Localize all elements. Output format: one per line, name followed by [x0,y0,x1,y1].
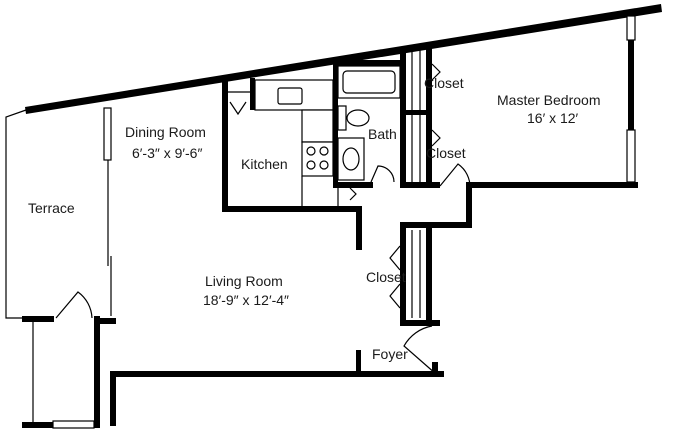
vanity [337,137,365,181]
toilet-tank [337,105,347,131]
living-left-wall-base [94,318,116,324]
bath-left-wall [333,60,338,186]
bath-bottom-wall [333,182,373,188]
kitchen-cab-wall [250,78,255,110]
closet-mid-door [431,129,441,147]
master-bedroom-label: Master Bedroom [497,92,600,108]
foyer-right-wall [432,362,438,377]
hall-closet-right-wall [426,228,432,326]
hall-bottom-wall [400,222,472,228]
hall-closet-bottom [400,320,440,326]
terrace-label: Terrace [28,200,75,216]
kitchen-range [301,141,334,177]
kitchen-right-stub [356,206,362,250]
stove-burner-1 [306,146,316,156]
kitchen-label: Kitchen [241,156,288,172]
terrace-bottom-wall [22,422,54,428]
bedroom-window-top [626,15,636,41]
top-sloped-wall [25,4,662,114]
closet-partition [406,110,432,115]
foyer-stub [356,350,361,376]
stove-burner-2 [319,146,329,156]
terrace-window-bottom [52,420,95,429]
stove-burner-4 [319,160,329,170]
closet-right-wall-top [426,45,432,115]
kitchen-side-door [349,187,357,201]
master-bedroom-size: 16′ x 12′ [527,110,579,126]
living-bottom-wall [110,371,444,377]
living-bottom-stub [110,371,116,426]
closet-mid-label: Closet [426,145,466,161]
dining-window [103,107,112,161]
living-room-size: 18′-9″ x 12′-4″ [203,292,289,308]
hall-closet-door-bottom [389,283,401,309]
bedroom-window-bottom [626,129,636,183]
terrace-outline [5,109,27,319]
closet-top-door [431,63,441,81]
bedroom-door [439,163,471,189]
kitchen-bottom-wall [222,206,362,212]
bedroom-right-wall [628,12,634,188]
kitchen-sink [277,87,303,105]
bath-right-wall [400,48,406,188]
kitchen-left-wall [222,80,228,212]
living-room-label: Living Room [205,273,283,289]
kitchen-counter-top [254,79,334,111]
kitchen-counter-side [301,109,334,143]
bath-door [370,165,395,183]
hall-top-wall [400,182,440,188]
vanity-sink [342,147,360,171]
bathtub-inner [342,70,396,94]
hall-right-wall [466,182,472,228]
foyer-label: Foyer [372,346,408,362]
dining-room-label: Dining Room [125,124,206,140]
toilet-bowl [346,109,370,127]
bath-top-wall [333,60,401,66]
terrace-wall-bottom [22,316,54,322]
dining-room-size: 6′-3″ x 9′-6″ [132,145,202,161]
terrace-door-swing [55,291,93,319]
stove-burner-3 [306,160,316,170]
closet-hall-label: Closet [366,269,406,285]
bedroom-bottom-wall [466,182,638,188]
closet-top-label: Closet [424,75,464,91]
hall-closet-door-top [389,245,401,271]
entry-door [403,325,437,375]
kitchen-pantry-door [229,101,247,116]
hall-closet-left-wall [400,222,406,326]
bath-label: Bath [368,126,397,142]
closet-right-wall-mid [426,115,432,185]
living-bottom-left [94,326,100,426]
